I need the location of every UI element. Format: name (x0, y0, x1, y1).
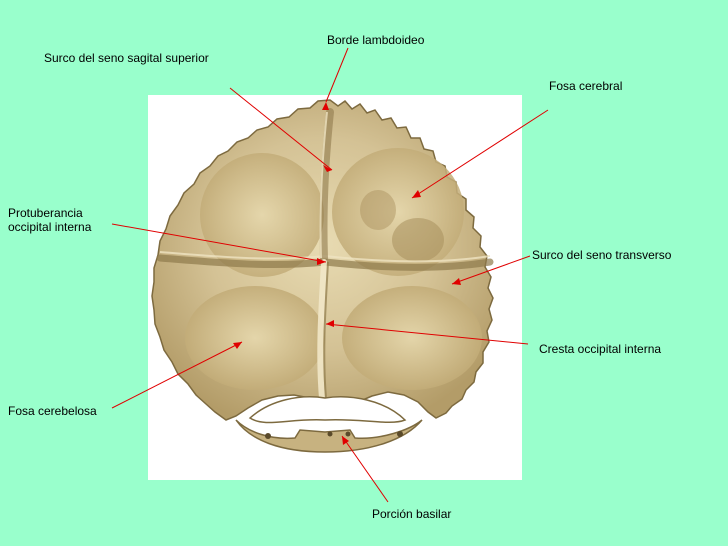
label-surco-sagital-superior: Surco del seno sagital superior (44, 51, 209, 65)
label-porcion-basilar: Porción basilar (372, 507, 452, 521)
label-borde-lambdoideo: Borde lambdoideo (327, 33, 425, 47)
label-fosa-cerebral: Fosa cerebral (549, 79, 623, 93)
label-surco-seno-transverso: Surco del seno transverso (532, 248, 672, 262)
illustration-panel (148, 95, 522, 480)
label-fosa-cerebelosa: Fosa cerebelosa (8, 404, 97, 418)
label-protuberancia-line2: occipital interna (8, 220, 92, 234)
label-protuberancia-line1: Protuberancia (8, 206, 83, 220)
label-protuberancia-occipital: Protuberancia occipital interna (8, 206, 91, 234)
leader-borde-lambdoideo (325, 47, 349, 103)
label-cresta-occipital-interna: Cresta occipital interna (539, 342, 662, 356)
